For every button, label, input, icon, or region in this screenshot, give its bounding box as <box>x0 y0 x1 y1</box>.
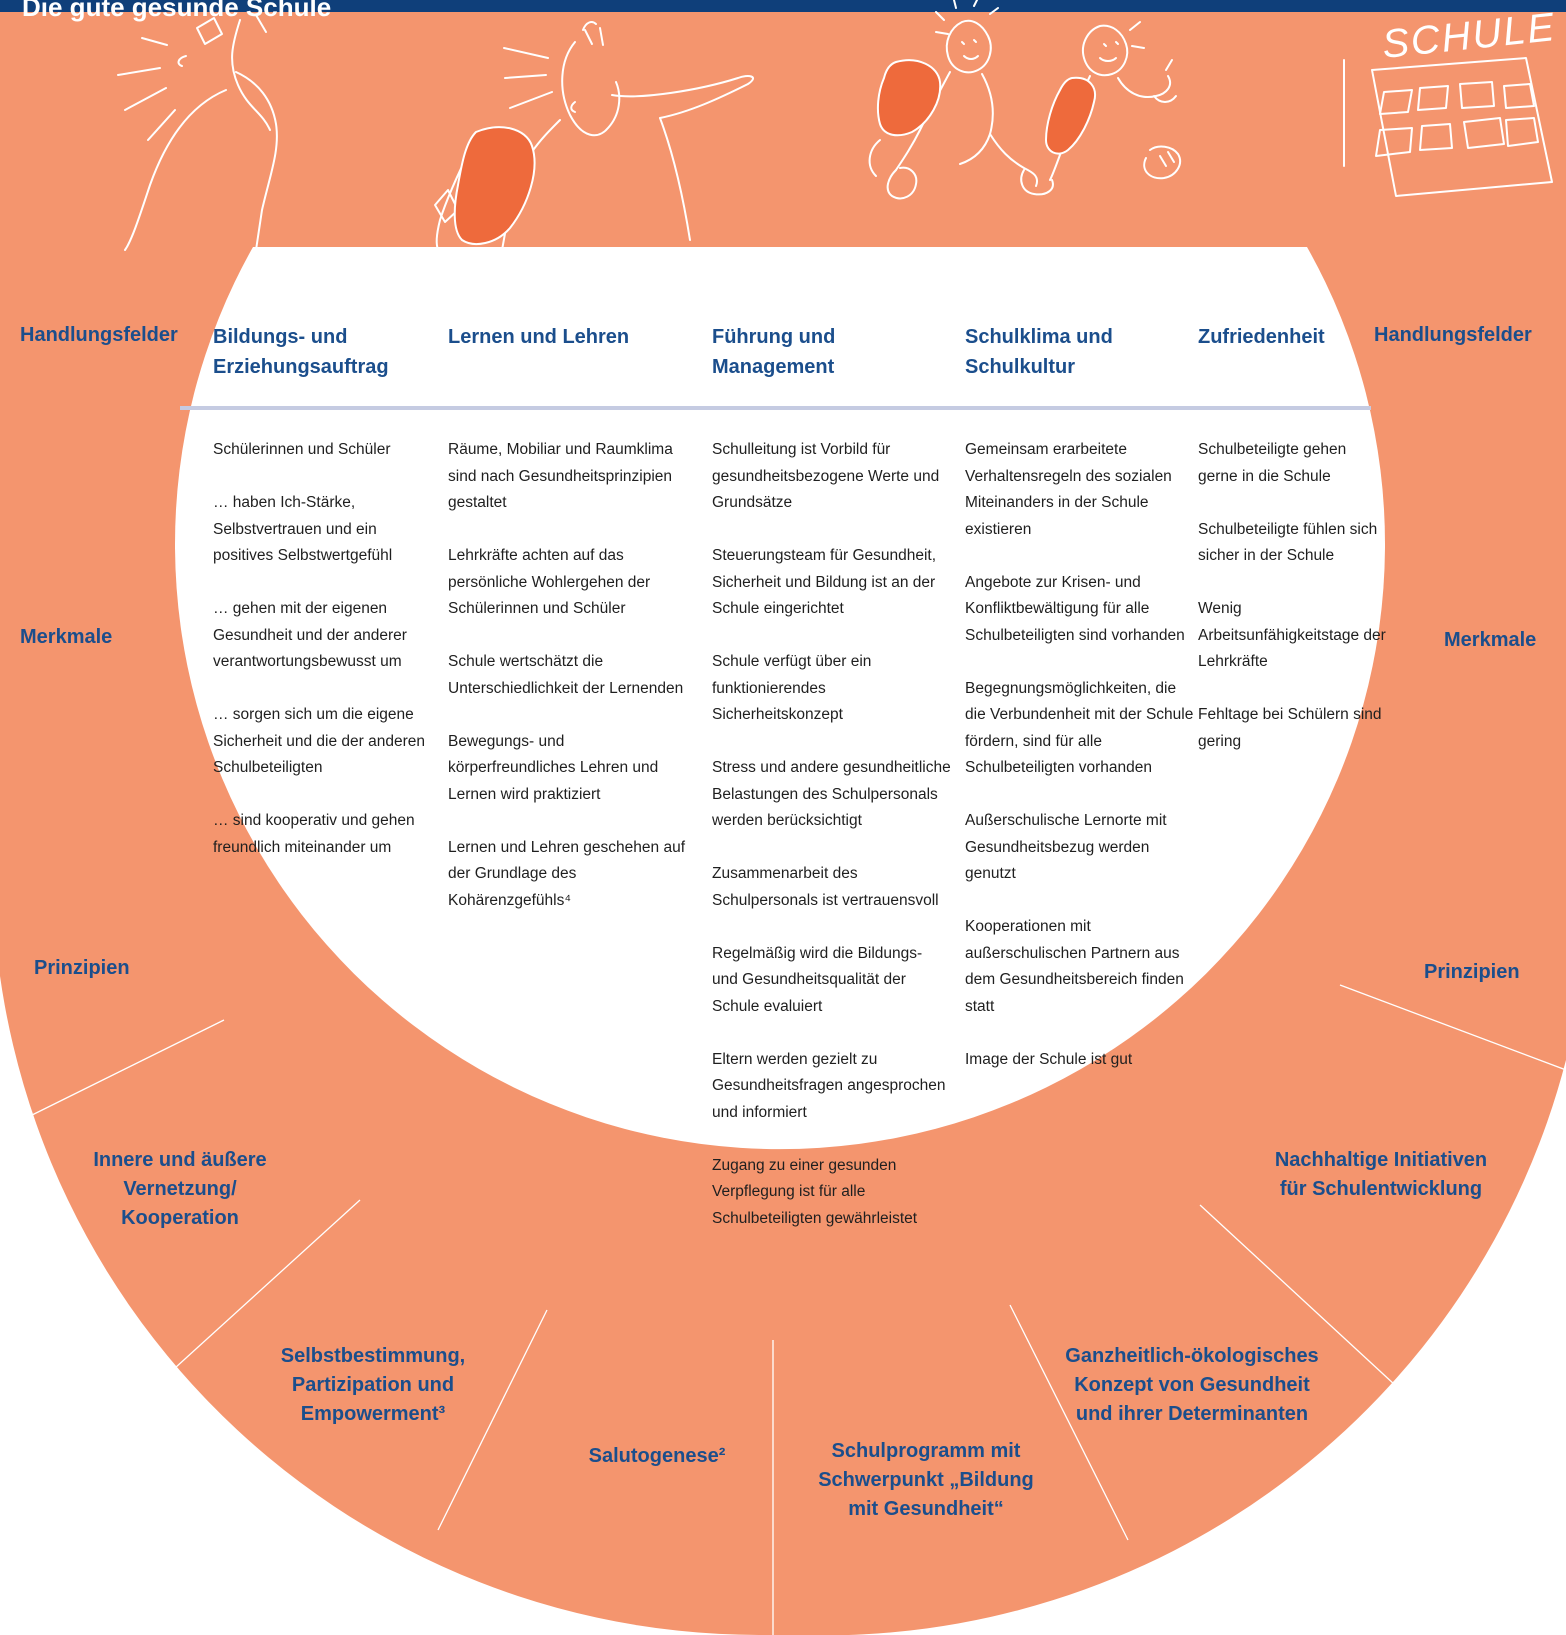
school-building-drawing <box>1343 57 1553 197</box>
side-label-merkmale-left: Merkmale <box>20 626 113 648</box>
list-item: Zugang zu einer gesunden Verpflegung ist… <box>712 1156 918 1227</box>
list-item: … haben Ich-Stärke, Selbstvertrauen und … <box>213 494 393 564</box>
list-item: Steuerungsteam für Gesundheit, Sicherhei… <box>712 547 937 617</box>
side-label-merkmale-right: Merkmale <box>1444 629 1537 651</box>
column-heading-fuehrung: Führung und Management <box>712 326 836 378</box>
column-heading-bildungsauftrag: Bildungs- und Erziehungsauftrag <box>213 326 389 378</box>
column-list-schulklima: Gemeinsam erarbeitete Verhaltensregeln d… <box>965 437 1195 1100</box>
side-label-prinzipien-right: Prinzipien <box>1424 961 1520 983</box>
list-item: Kooperationen mit außerschulischen Partn… <box>965 918 1184 1015</box>
list-item: Lehrkräfte achten auf das persönliche Wo… <box>448 547 651 617</box>
list-item: Stress und andere gesundheitliche Belast… <box>712 759 951 829</box>
column-heading-lernen: Lernen und Lehren <box>448 326 630 348</box>
list-item: Zusammenarbeit des Schulpersonals ist ve… <box>712 865 939 909</box>
list-item: Image der Schule ist gut <box>965 1050 1133 1068</box>
backpack-4 <box>1045 76 1096 155</box>
column-heading-zufriedenheit: Zufriedenheit <box>1198 326 1325 348</box>
list-item: Angebote zur Krisen- und Konfliktbewälti… <box>965 573 1185 644</box>
principle-nachhaltig: Nachhaltige Initiativen für Schulentwick… <box>1274 1149 1488 1200</box>
child-figure-1 <box>117 14 278 251</box>
list-item: Lernen und Lehren geschehen auf der Grun… <box>448 838 686 909</box>
column-heading-schulklima: Schulklima und Schulkultur <box>965 326 1113 378</box>
list-item: … gehen mit der eigenen Gesundheit und d… <box>213 600 407 670</box>
backpack-3 <box>876 59 942 137</box>
outer-corner-left <box>0 760 760 1635</box>
illustration <box>117 0 1553 251</box>
list-item: Schülerinnen und Schüler <box>213 441 391 458</box>
side-label-handlungsfelder-right: Handlungsfelder <box>1374 324 1532 346</box>
list-item: Wenig Arbeitsunfähigkeitstage der Lehrkr… <box>1198 600 1386 670</box>
separator-6 <box>1199 1204 1396 1386</box>
principle-salutogenese: Salutogenese² <box>588 1445 726 1467</box>
title-band <box>0 0 1566 12</box>
column-list-lernen: Räume, Mobiliar und Raumklima sind nach … <box>448 437 686 941</box>
list-item: Schulleitung ist Vorbild für gesundheits… <box>712 441 940 511</box>
list-item: Schule verfügt über ein funktionierendes… <box>712 653 872 723</box>
separator-7 <box>1339 984 1566 1071</box>
list-item: Außerschulische Lernorte mit Gesundheits… <box>965 812 1167 882</box>
list-item: Eltern werden gezielt zu Gesundheitsfrag… <box>712 1050 946 1121</box>
list-item: Begegnungsmöglichkeiten, die die Verbund… <box>965 679 1194 777</box>
principle-selbstbestimmung: Selbstbestimmung, Partizipation und Empo… <box>280 1345 466 1425</box>
list-item: Fehltage bei Schülern sind gering <box>1198 706 1382 750</box>
separator-5 <box>1009 1304 1129 1541</box>
backpack-2 <box>453 126 536 245</box>
principle-vernetzung: Innere und äußere Vernetzung/ Kooperatio… <box>93 1149 267 1229</box>
page-title: Die gute gesunde Schule <box>22 0 332 22</box>
column-list-fuehrung: Schulleitung ist Vorbild für gesundheits… <box>712 437 952 1259</box>
separator-3 <box>437 1309 548 1531</box>
separator-2 <box>174 1199 361 1369</box>
child-figure-3 <box>868 0 1054 200</box>
principle-schulprogramm: Schulprogramm mit Schwerpunkt „Bildung m… <box>818 1440 1034 1520</box>
child-figure-2 <box>434 21 754 251</box>
list-item: … sind kooperativ und gehen freundlich m… <box>213 812 415 856</box>
list-item: … sorgen sich um die eigene Sicherheit u… <box>213 706 425 776</box>
list-item: Schulbeteiligte fühlen sich sicher in de… <box>1198 520 1378 565</box>
list-item: Schule wertschätzt die Unterschiedlichke… <box>448 653 684 697</box>
principle-ganzheitlich: Ganzheitlich-ökologisches Konzept von Ge… <box>1065 1345 1319 1425</box>
list-item: Räume, Mobiliar und Raumklima sind nach … <box>448 441 673 511</box>
column-list-zufriedenheit: Schulbeteiligte gehen gerne in die Schul… <box>1198 437 1388 782</box>
side-label-prinzipien-left: Prinzipien <box>34 957 130 979</box>
list-item: Bewegungs- und körperfreundliches Lehren… <box>448 732 659 803</box>
side-label-handlungsfelder-left: Handlungsfelder <box>20 324 178 346</box>
list-item: Regelmäßig wird die Bildungs- und Gesund… <box>712 944 923 1015</box>
list-item: Schulbeteiligte gehen gerne in die Schul… <box>1198 441 1347 485</box>
outer-corner-right <box>798 1060 1566 1635</box>
inner-panel <box>175 247 1386 1150</box>
column-list-bildungsauftrag: Schülerinnen und Schüler … haben Ich-Stä… <box>213 437 433 888</box>
separator-1 <box>21 1019 225 1121</box>
list-item: Gemeinsam erarbeitete Verhaltensregeln d… <box>965 441 1172 538</box>
